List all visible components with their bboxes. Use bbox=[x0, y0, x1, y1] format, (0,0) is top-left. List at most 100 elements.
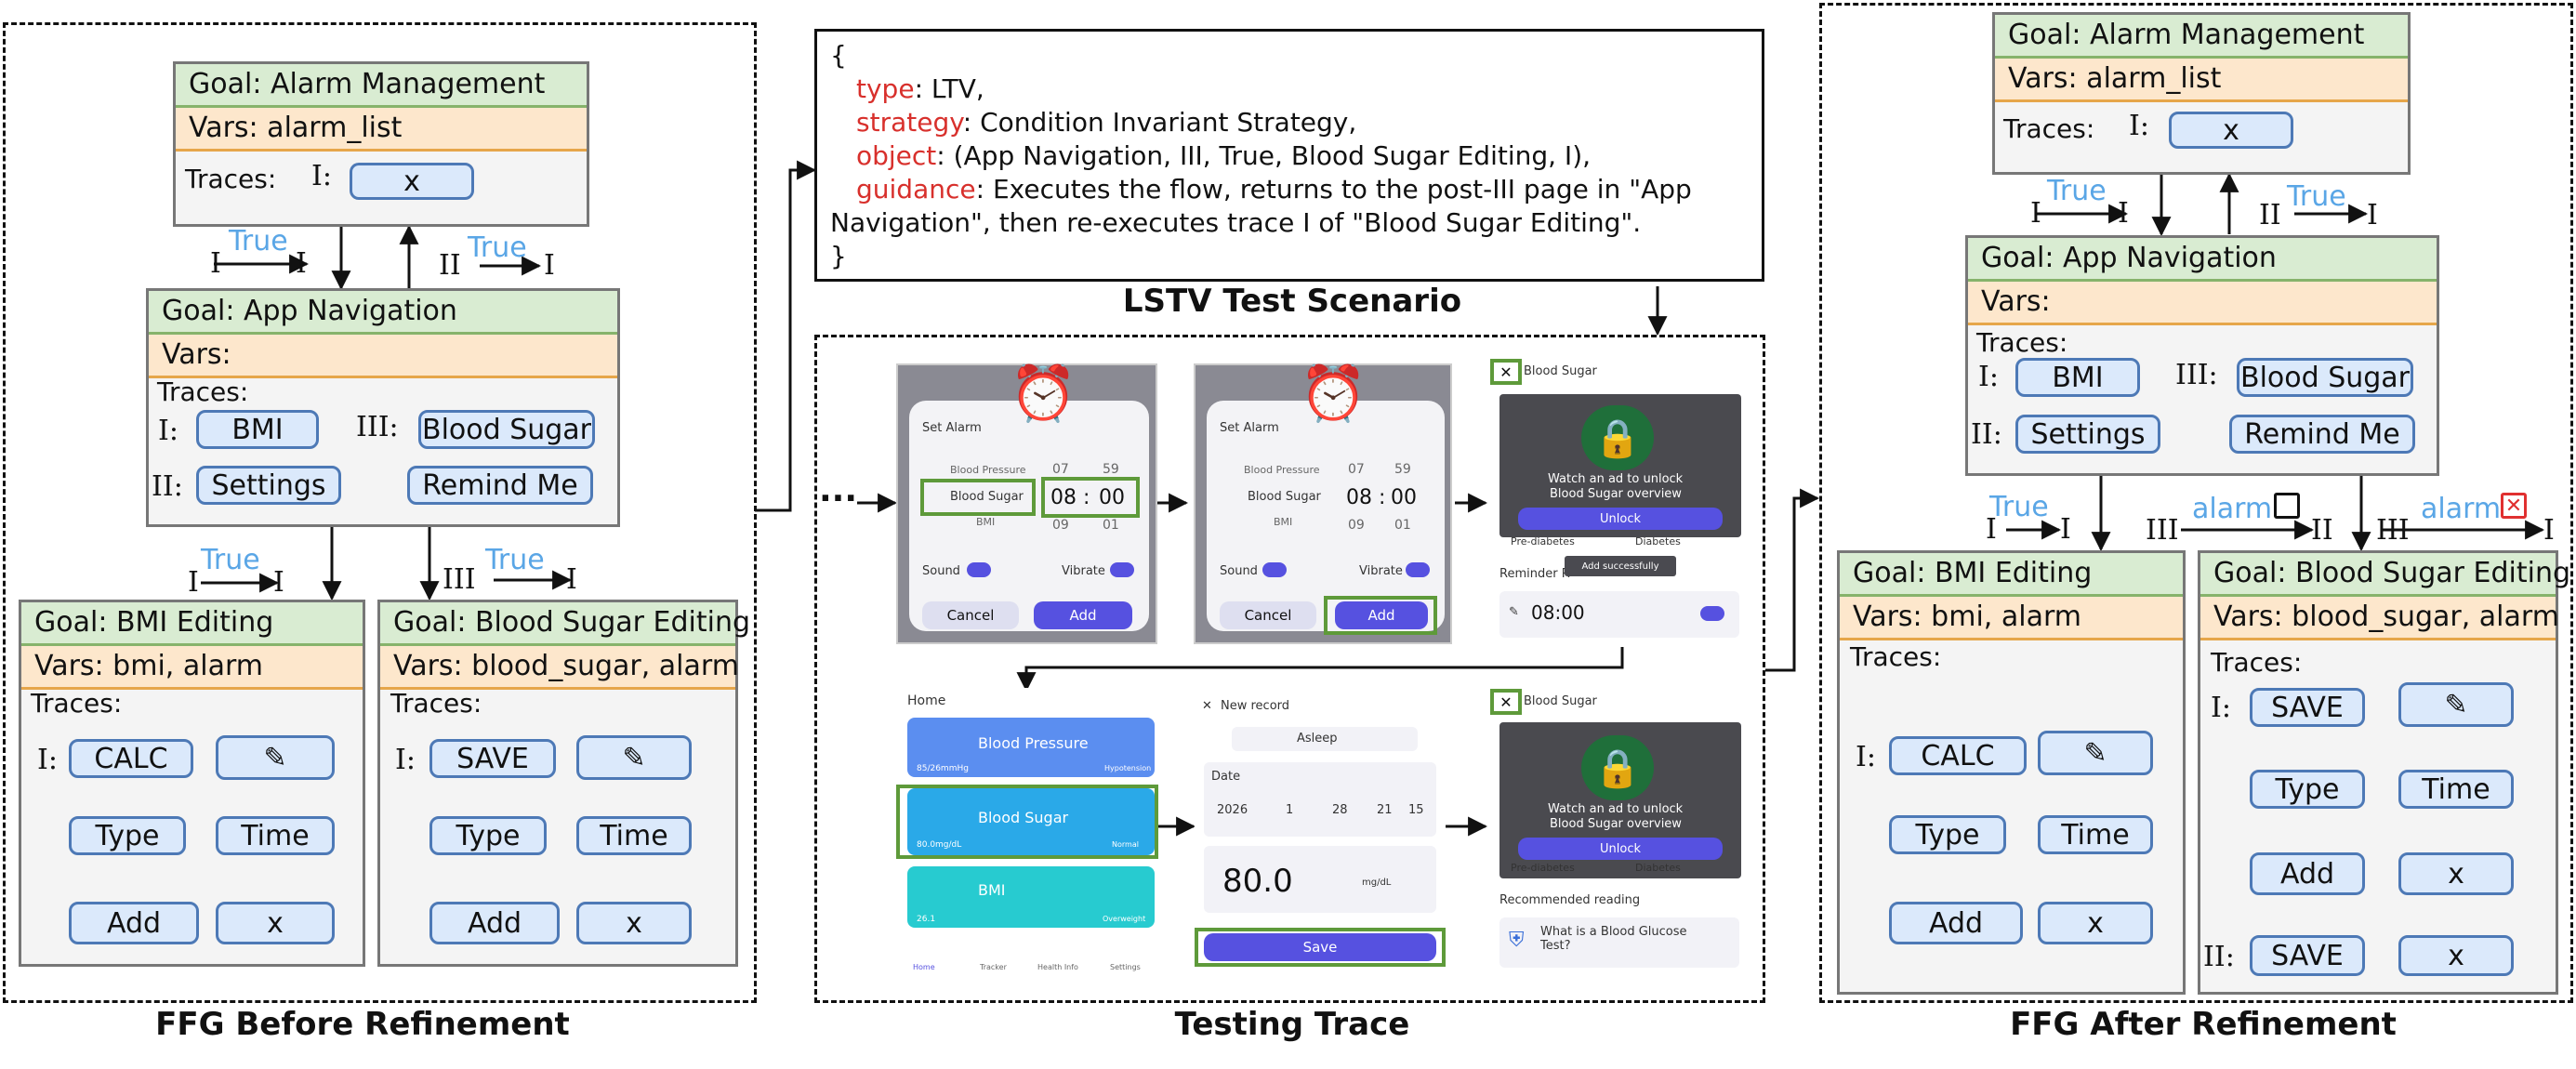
brace: } bbox=[830, 241, 847, 271]
time-selector[interactable]: Time bbox=[2038, 815, 2153, 854]
date-day: 28 bbox=[1332, 803, 1348, 817]
edit-icon-button[interactable]: ✎ bbox=[576, 735, 692, 780]
close-button[interactable]: x bbox=[2169, 112, 2293, 149]
edit-icon-button[interactable]: ✎ bbox=[2038, 731, 2153, 775]
option-selected[interactable]: Blood Sugar bbox=[1248, 490, 1321, 504]
hour-value[interactable]: 08 bbox=[1050, 486, 1077, 509]
hour-value[interactable]: 08 bbox=[1346, 486, 1372, 509]
nav-settings[interactable]: Settings bbox=[1110, 963, 1141, 971]
state-select[interactable] bbox=[1232, 727, 1418, 751]
edit-icon-button[interactable]: ✎ bbox=[2398, 682, 2514, 727]
add-button[interactable]: Add bbox=[1034, 601, 1132, 629]
sound-toggle[interactable] bbox=[967, 562, 991, 577]
calc-button[interactable]: CALC bbox=[1889, 736, 2027, 775]
blood-sugar-card[interactable] bbox=[907, 788, 1155, 855]
time-selector[interactable]: Time bbox=[2398, 770, 2514, 809]
hour-next: 09 bbox=[1348, 518, 1365, 533]
article-card[interactable] bbox=[1499, 917, 1739, 968]
date-row[interactable] bbox=[1204, 762, 1436, 837]
bmi-button[interactable]: BMI bbox=[2015, 358, 2140, 397]
traces-label: Traces: bbox=[1976, 327, 2068, 358]
home-screen: Home Blood Pressure 85/26mmHg Hypotensio… bbox=[896, 688, 1158, 976]
ad-text: Watch an ad to unlock bbox=[1548, 472, 1684, 486]
add-button[interactable]: Add bbox=[429, 902, 560, 944]
save-button[interactable]: Save bbox=[1204, 933, 1436, 961]
calc-button[interactable]: CALC bbox=[69, 739, 193, 778]
blood-pressure-card[interactable] bbox=[907, 718, 1155, 777]
traces-label: Traces: bbox=[1850, 641, 1942, 672]
state-value: Asleep bbox=[1297, 732, 1338, 746]
vibrate-toggle[interactable] bbox=[1406, 562, 1430, 577]
close-button[interactable]: x bbox=[2398, 852, 2514, 895]
type-selector[interactable]: Type bbox=[429, 816, 547, 855]
condition-true: True bbox=[2047, 175, 2107, 207]
add-button[interactable]: Add bbox=[1889, 902, 2023, 944]
trace-id: III bbox=[2376, 514, 2410, 547]
save-button[interactable]: SAVE bbox=[2250, 688, 2365, 727]
traces-label: Traces: bbox=[2211, 647, 2303, 678]
type-selector[interactable]: Type bbox=[1889, 815, 2006, 854]
edit-icon-button[interactable]: ✎ bbox=[216, 735, 335, 780]
option-selected[interactable]: Blood Sugar bbox=[950, 490, 1024, 504]
json-line: guidance: Executes the flow, returns to … bbox=[830, 173, 1749, 206]
nav-tracker[interactable]: Tracker bbox=[980, 963, 1007, 971]
close-button[interactable]: x bbox=[216, 902, 335, 944]
minute-value[interactable]: 00 bbox=[1391, 486, 1417, 509]
card-title: BMI bbox=[978, 881, 1006, 899]
option-label: Blood Pressure bbox=[950, 464, 1026, 476]
remind-me-button[interactable]: Remind Me bbox=[407, 466, 593, 505]
close-button[interactable]: x bbox=[2038, 902, 2153, 944]
close-button[interactable]: x bbox=[350, 163, 474, 200]
type-selector[interactable]: Type bbox=[69, 816, 186, 855]
remind-me-button[interactable]: Remind Me bbox=[2229, 415, 2415, 454]
vibrate-toggle[interactable] bbox=[1110, 562, 1134, 577]
ad-text: Blood Sugar overview bbox=[1550, 487, 1682, 501]
json-line: } bbox=[830, 240, 1749, 273]
blood-sugar-button[interactable]: Blood Sugar bbox=[2237, 358, 2413, 397]
save-button[interactable]: SAVE bbox=[429, 739, 556, 778]
value-input[interactable] bbox=[1204, 846, 1436, 913]
trace-id: I: bbox=[158, 415, 178, 447]
trace-id: I bbox=[296, 247, 307, 280]
time-selector[interactable]: Time bbox=[576, 816, 692, 855]
testing-trace-panel bbox=[814, 335, 1765, 1003]
add-button[interactable]: Add bbox=[1335, 601, 1428, 629]
json-line: Navigation", then re-executes trace I of… bbox=[830, 206, 1749, 240]
vibrate-label: Vibrate bbox=[1062, 564, 1105, 578]
dialog-title: Set Alarm bbox=[1220, 421, 1279, 435]
close-button-2[interactable]: x bbox=[2398, 935, 2514, 976]
type-selector[interactable]: Type bbox=[2250, 770, 2365, 809]
trace-id: I bbox=[566, 563, 577, 596]
cancel-button[interactable]: Cancel bbox=[1220, 601, 1316, 629]
add-button[interactable]: Add bbox=[69, 902, 199, 944]
condition-alarm: alarm bbox=[2192, 493, 2273, 525]
settings-button[interactable]: Settings bbox=[196, 466, 341, 505]
nav-home[interactable]: Home bbox=[913, 963, 935, 971]
close-icon[interactable]: ✕ bbox=[1490, 359, 1522, 385]
screen-title: Blood Sugar bbox=[1524, 694, 1597, 708]
cancel-button[interactable]: Cancel bbox=[922, 601, 1019, 629]
sound-toggle[interactable] bbox=[1262, 562, 1287, 577]
card-value: 26.1 bbox=[917, 915, 936, 924]
nav-health-info[interactable]: Health Info bbox=[1037, 963, 1078, 971]
caption-testing: Testing Trace bbox=[1174, 1006, 1410, 1043]
settings-button[interactable]: Settings bbox=[2015, 415, 2160, 454]
json-line: type: LTV, bbox=[830, 73, 1749, 106]
close-button[interactable]: x bbox=[576, 902, 692, 944]
bmi-button[interactable]: BMI bbox=[196, 410, 319, 449]
save-button-2[interactable]: SAVE bbox=[2250, 935, 2365, 976]
time-selector[interactable]: Time bbox=[216, 816, 335, 855]
legend-label: Pre-diabetes bbox=[1511, 535, 1575, 548]
reminder-toggle[interactable] bbox=[1700, 606, 1724, 621]
unlock-button[interactable]: Unlock bbox=[1518, 508, 1723, 530]
vars-label: Vars: alarm_list bbox=[1995, 59, 2408, 102]
trace-id: I bbox=[2060, 513, 2071, 546]
bmi-card[interactable] bbox=[907, 866, 1155, 928]
add-button[interactable]: Add bbox=[2250, 852, 2365, 895]
close-icon[interactable]: ✕ bbox=[1202, 699, 1212, 713]
close-icon[interactable]: ✕ bbox=[1490, 689, 1522, 715]
minute-value[interactable]: 00 bbox=[1099, 486, 1125, 509]
unlock-button[interactable]: Unlock bbox=[1518, 838, 1723, 860]
card-tag: Overweight bbox=[1103, 915, 1146, 923]
blood-sugar-button[interactable]: Blood Sugar bbox=[418, 410, 595, 449]
